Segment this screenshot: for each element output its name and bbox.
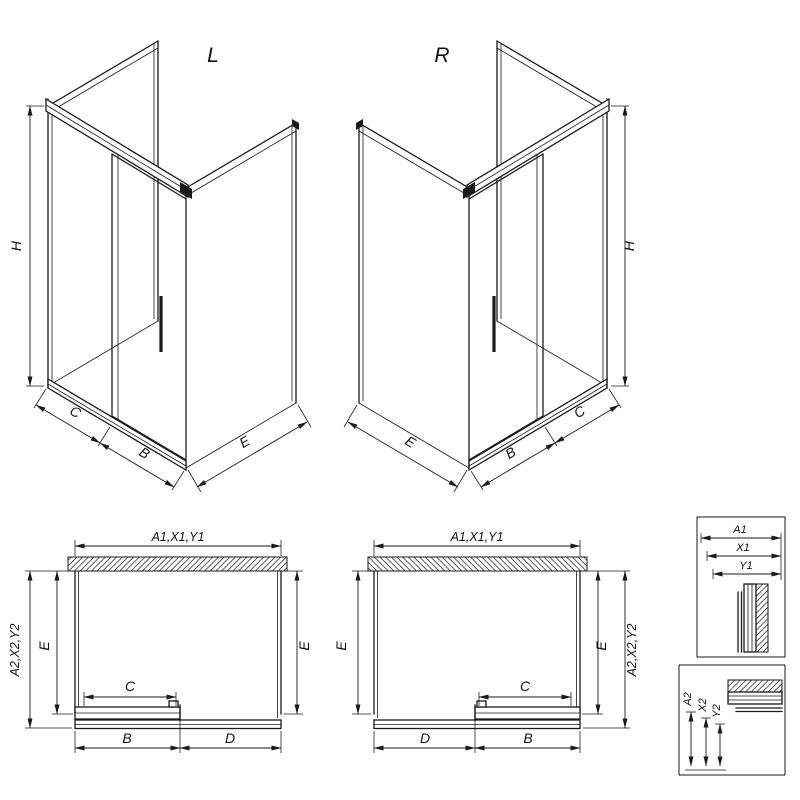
- detail-wall-profile: A1 X1 Y1: [696, 516, 786, 658]
- door-handle-plan: [168, 700, 179, 708]
- plan-side-glass: [74, 570, 282, 715]
- iso-left-door-width-label: B: [136, 443, 152, 462]
- plan-right-door-label: B: [523, 730, 532, 746]
- glass-panel-inner-lines: [47, 44, 297, 469]
- detail-wall-extension-lines: [700, 533, 782, 580]
- iso-right-door-width-label: B: [502, 443, 518, 462]
- iso-right-height-label: H: [621, 240, 637, 251]
- detail-wall-aluminium-profile: [743, 583, 757, 653]
- mirrored-right-geometry: [344, 41, 630, 753]
- detail-wall-x1-label: X1: [735, 542, 749, 554]
- plan-right-fixed-label: D: [420, 730, 430, 746]
- wall-bracket: [292, 119, 299, 130]
- plan-enclosure-geometry: [25, 540, 303, 753]
- iso-right-side-depth-label: E: [402, 432, 419, 451]
- iso-left-height-label: H: [8, 240, 24, 251]
- iso-view-left-labels: L H C B E: [8, 44, 253, 462]
- plan-right-side-right-label: E: [593, 641, 609, 651]
- plan-left-opening-label: C: [125, 678, 136, 694]
- detail-floor-y2-label: Y2: [711, 704, 723, 717]
- side-panel-dimension-line: [196, 421, 308, 488]
- top-rail-inner-line: [45, 104, 189, 192]
- variant-left-label: L: [207, 44, 219, 67]
- iso-enclosure-geometry: [26, 40, 312, 493]
- iso-left-side-depth-label: E: [236, 432, 253, 451]
- detail-floor-a2-label: A2: [682, 692, 694, 706]
- detail-wall-border: [696, 516, 786, 658]
- wall-section: [67, 556, 288, 572]
- bottom-track-inner-line: [47, 383, 187, 467]
- plan-view-right-labels: A1,X1,Y1 A2,X2,Y2 E E C D B: [333, 530, 639, 746]
- glass-panel-edges: [47, 40, 297, 469]
- plan-left-side-right-label: E: [296, 641, 312, 651]
- plan-view-left-labels: A1,X1,Y1 A2,X2,Y2 E E C B D: [8, 530, 312, 746]
- door-dimension-line: [99, 442, 175, 488]
- fixed-front-dimension-line: [35, 404, 101, 444]
- detail-floor-hatch: [727, 679, 783, 693]
- plan-right-side-left-label: E: [333, 641, 349, 651]
- plan-left-overall-depth-label: A2,X2,Y2: [8, 624, 22, 678]
- detail-wall-hatch: [755, 583, 769, 653]
- detail-wall-y1-label: Y1: [739, 560, 752, 572]
- detail-floor-extension-lines: [685, 711, 726, 771]
- iso-extension-lines: [26, 105, 312, 493]
- detail-wall-a1-label: A1: [732, 524, 746, 536]
- corner-bracket: [180, 182, 192, 199]
- detail-floor-aluminium-profile: [727, 691, 783, 705]
- detail-floor-border: [678, 664, 786, 776]
- plan-left-overall-width-label: A1,X1,Y1: [151, 530, 205, 544]
- detail-wall-profile-lines: [747, 584, 753, 652]
- plan-right-opening-label: C: [520, 678, 531, 694]
- detail-floor-glass: [735, 707, 783, 713]
- detail-floor-profile: A2 X2 Y2: [678, 664, 786, 776]
- plan-right-overall-width-label: A1,X1,Y1: [450, 530, 504, 544]
- plan-left-fixed-label: D: [225, 730, 235, 746]
- detail-wall-glass: [737, 591, 743, 653]
- detail-floor-profile-lines: [728, 695, 782, 701]
- plan-left-side-left-label: E: [36, 641, 52, 651]
- detail-floor-x2-label: X2: [697, 698, 709, 712]
- variant-right-label: R: [434, 44, 449, 67]
- plan-side-glass-inner: [78, 571, 278, 718]
- plan-right-overall-depth-label: A2,X2,Y2: [625, 624, 639, 678]
- plan-left-door-label: B: [122, 730, 131, 746]
